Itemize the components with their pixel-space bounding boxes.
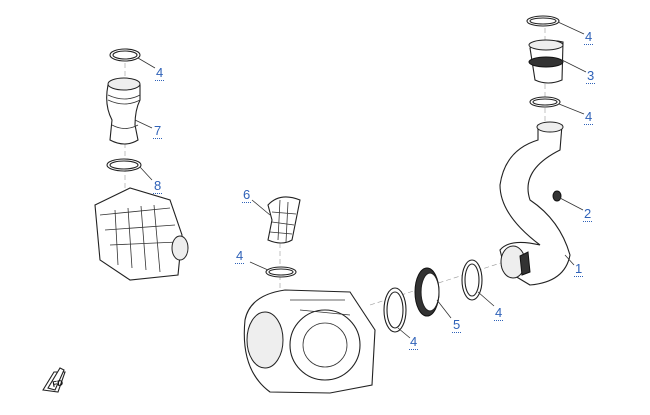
boot-left-part: [106, 77, 141, 145]
callout-clamp-left-lower[interactable]: 8: [153, 178, 163, 194]
clamp-bottom-left-part: [383, 287, 407, 333]
callout-clamp-right-lower[interactable]: 4: [584, 109, 594, 125]
callout-clamp-bottom-left[interactable]: 4: [409, 334, 419, 350]
boot-right-part: [528, 39, 564, 84]
airbox-part: [94, 187, 189, 281]
clamp-top-left-part: [109, 48, 141, 62]
callout-boot-right[interactable]: 3: [586, 68, 596, 84]
clamp-top-right-part: [526, 15, 560, 27]
callout-clamp-bottom-right[interactable]: 4: [494, 305, 504, 321]
grommet-part: [552, 190, 562, 202]
cvt-cover-part: [243, 289, 376, 394]
callout-clamp-top-right[interactable]: 4: [584, 29, 594, 45]
outlet-duct-part: [499, 121, 571, 286]
clamp-bottom-right-part: [461, 259, 483, 301]
callout-boot-left[interactable]: 7: [153, 123, 163, 139]
clamp-center-part: [265, 266, 297, 278]
front-direction-arrow-icon: FD: [42, 367, 66, 393]
clamp-left-lower-part: [106, 158, 142, 172]
callout-grommet[interactable]: 2: [583, 206, 593, 222]
clamp-right-lower-part: [529, 96, 561, 108]
callout-clamp-top-left[interactable]: 4: [155, 65, 165, 81]
callout-intake-duct[interactable]: 6: [242, 187, 252, 203]
callout-seal[interactable]: 5: [452, 317, 462, 333]
callout-clamp-center[interactable]: 4: [235, 248, 245, 264]
intake-duct-part: [267, 196, 301, 244]
svg-text:FD: FD: [52, 378, 64, 389]
seal-part: [414, 267, 440, 317]
callout-outlet-duct[interactable]: 1: [574, 261, 584, 277]
